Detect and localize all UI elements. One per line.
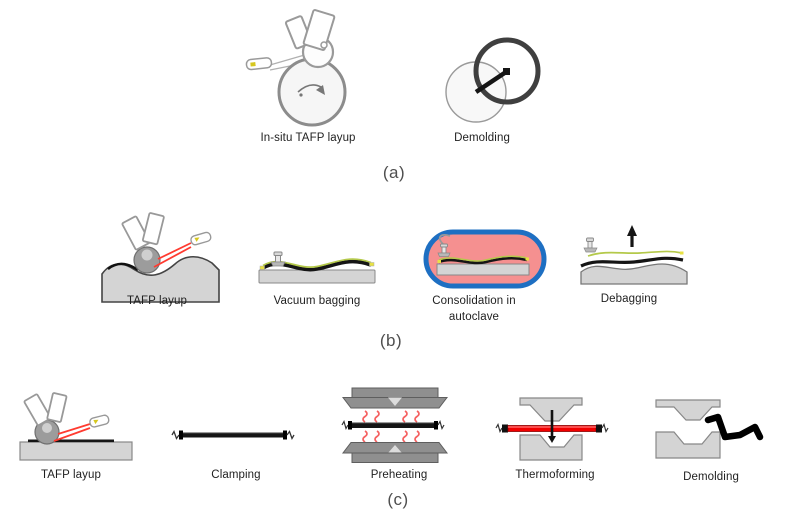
caption-tafp-layup-c: TAFP layup [40, 469, 102, 481]
layup-head-icon [284, 9, 336, 51]
laser-heater-icon [245, 57, 273, 71]
row-label-b: (b) [379, 331, 403, 350]
part-ring [473, 37, 541, 105]
caption-demolding-c: Demolding [683, 471, 739, 483]
caption-tafp-layup-b: TAFP layup [126, 295, 188, 307]
vacuum-bag-line [587, 250, 683, 257]
clamp-end-right [283, 430, 287, 440]
rotation-arrow-icon [297, 84, 325, 97]
in-situ-tafp-layup-illustration [245, 9, 347, 127]
step-tafp-layup-b [98, 210, 223, 304]
layup-head-icon [121, 212, 165, 251]
vacuum-bagging-illustration [258, 251, 376, 284]
consolidation-autoclave-illustration [423, 229, 547, 289]
vacuum-port-icon [583, 237, 598, 253]
laser-heater-icon [89, 414, 110, 428]
step-consolidation-autoclave [422, 228, 548, 290]
clamped-laminate-bar [341, 419, 445, 431]
preheating-illustration [341, 387, 449, 463]
die-mold [655, 431, 721, 459]
clamp-end-left [179, 430, 183, 440]
press-arrow-icon [548, 410, 556, 443]
heat-waves-bottom-icon [362, 430, 420, 443]
vacuum-bag-line [438, 255, 528, 262]
tafp-layup-c-illustration [19, 392, 133, 461]
step-tafp-layup-c [16, 390, 136, 464]
caption-preheating: Preheating [370, 469, 428, 481]
formed-part [704, 413, 764, 441]
step-debagging [578, 210, 692, 286]
punch-mold [519, 397, 583, 422]
step-in-situ-tafp-layup [238, 6, 388, 128]
thermoforming-illustration [495, 397, 609, 461]
heater-platen-top [341, 387, 449, 409]
sealant-tape [437, 257, 529, 263]
step-demolding-a [420, 30, 552, 136]
laser-heater-icon [190, 231, 212, 246]
laminate-tape [438, 256, 528, 265]
tafp-layup-b-illustration [101, 212, 220, 303]
laser-beams [53, 423, 91, 442]
clamp-spring-left-icon [171, 429, 180, 440]
step-vacuum-bagging [255, 244, 379, 284]
caption-demolding-a: Demolding [454, 132, 510, 144]
hose-line [438, 234, 451, 245]
heater-platen-bottom [341, 442, 449, 463]
caption-clamping: Clamping [211, 469, 261, 481]
row-label-c: (c) [387, 490, 409, 509]
clamp-spring-right-icon [286, 430, 295, 441]
laminate-bar-highlight [183, 432, 283, 434]
die-mold [519, 434, 583, 461]
caption-consolidation-autoclave: Consolidation in autoclave [432, 295, 516, 323]
caption-debagging: Debagging [600, 293, 658, 305]
demolding-a-illustration [445, 37, 541, 123]
caption-vacuum-bagging: Vacuum bagging [273, 295, 361, 307]
up-arrow-icon [627, 225, 637, 247]
demolding-c-illustration [655, 399, 764, 459]
heat-waves-top-icon [362, 410, 420, 423]
step-clamping [170, 427, 296, 443]
clamping-illustration [171, 429, 295, 441]
compaction-roller-icon [133, 246, 161, 274]
tool-slab [258, 269, 376, 284]
laminate-tape [580, 256, 684, 268]
debagging-illustration [580, 225, 688, 285]
caption-in-situ-tafp-layup: In-situ TAFP layup [260, 132, 356, 144]
mandrel-circle [277, 57, 347, 127]
row-label-a: (a) [382, 163, 406, 182]
tool-slab [19, 441, 133, 461]
step-preheating [340, 385, 455, 465]
vacuum-port-icon [270, 251, 286, 267]
step-demolding-c [648, 394, 778, 464]
laminate-tape [107, 262, 139, 272]
step-thermoforming [494, 390, 618, 464]
sealant-tape [680, 251, 684, 255]
layup-head-icon [23, 392, 68, 426]
tool-slab [436, 263, 530, 276]
extraction-rod-icon [474, 68, 510, 94]
tool-slab [580, 263, 688, 285]
laminate-bar [183, 432, 283, 438]
vacuum-port-icon [437, 243, 451, 257]
caption-thermoforming: Thermoforming [515, 469, 595, 481]
laser-beams [153, 242, 192, 268]
punch-mold [655, 399, 721, 421]
sealant-tape [259, 262, 375, 270]
